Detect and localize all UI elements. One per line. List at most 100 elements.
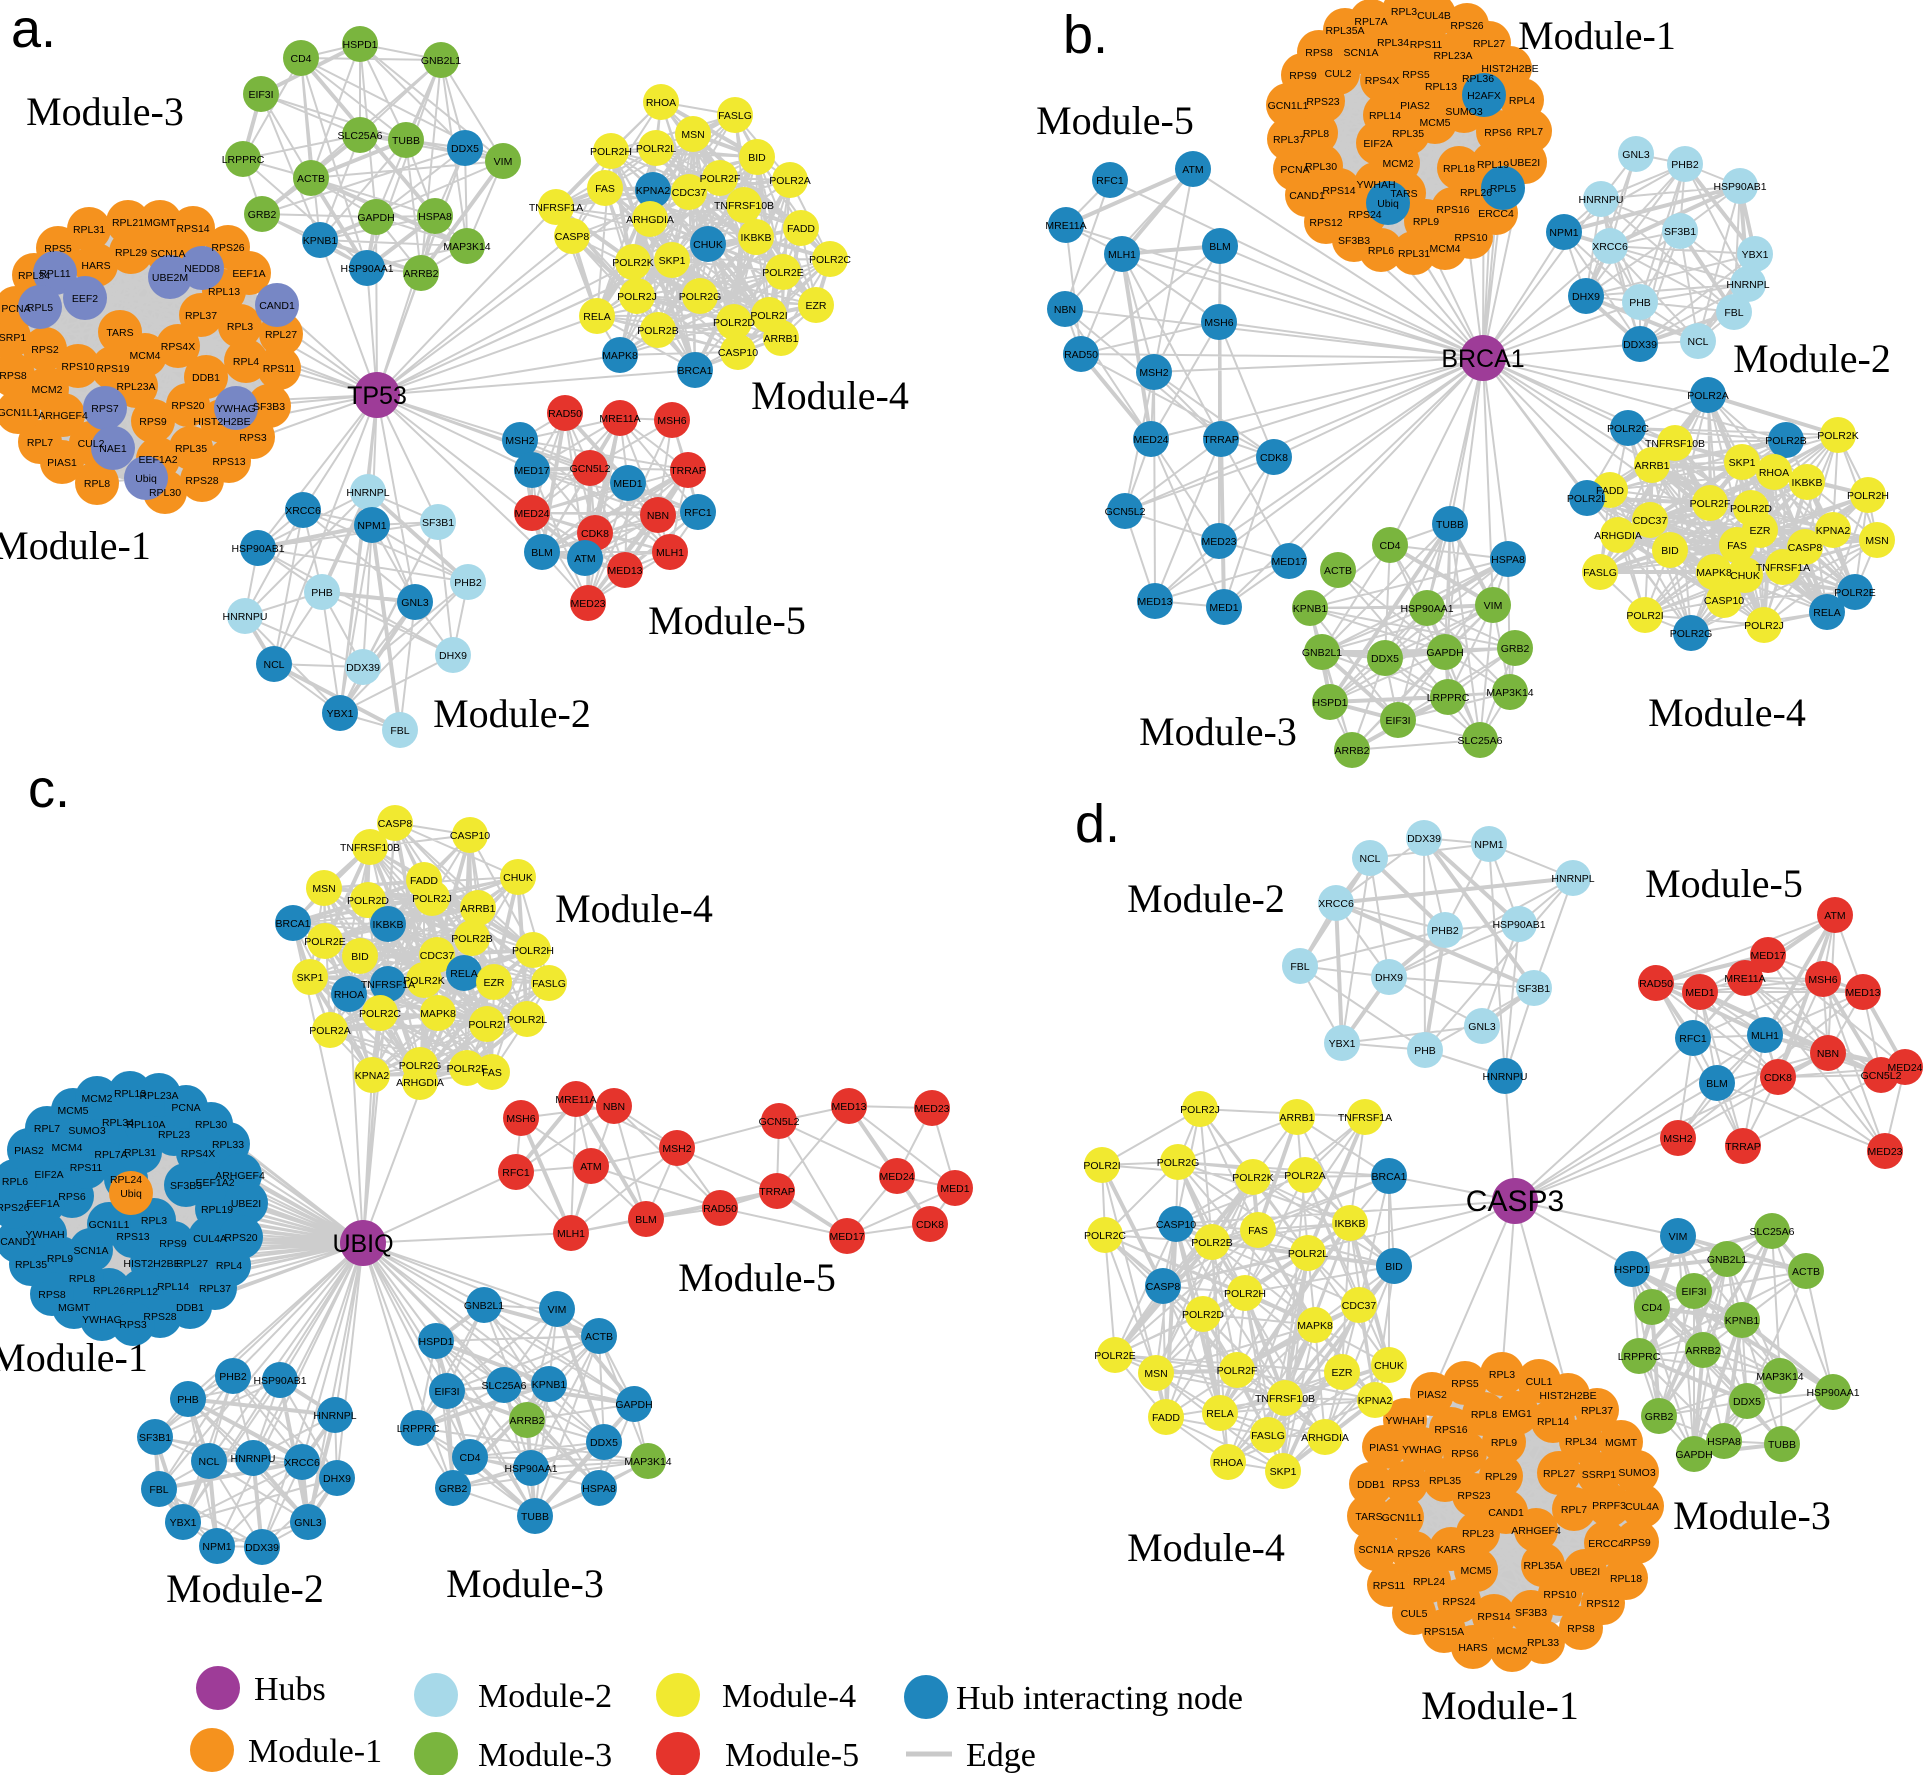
svg-text:ARRB2: ARRB2 xyxy=(1685,1345,1720,1357)
svg-text:GNL3: GNL3 xyxy=(401,597,429,609)
svg-text:DDB1: DDB1 xyxy=(192,372,220,384)
svg-text:FAS: FAS xyxy=(482,1067,502,1079)
svg-text:RPS28: RPS28 xyxy=(185,475,218,487)
svg-text:TNFRSF10B: TNFRSF10B xyxy=(714,200,774,212)
svg-text:CAND1: CAND1 xyxy=(1289,190,1325,202)
svg-text:GCN1L1: GCN1L1 xyxy=(1382,1512,1423,1524)
svg-text:EMG1: EMG1 xyxy=(1502,1408,1532,1420)
svg-text:GNL3: GNL3 xyxy=(294,1517,322,1529)
svg-text:POLR2K: POLR2K xyxy=(1817,430,1858,442)
svg-text:KPNB1: KPNB1 xyxy=(532,1379,567,1391)
svg-text:POLR2D: POLR2D xyxy=(347,895,389,907)
svg-text:RPL27: RPL27 xyxy=(1473,38,1505,50)
svg-text:Module-4: Module-4 xyxy=(722,1678,856,1715)
svg-text:RPL6: RPL6 xyxy=(2,1176,28,1188)
svg-text:GCN5L2: GCN5L2 xyxy=(759,1116,800,1128)
svg-text:RPS15A: RPS15A xyxy=(1424,1626,1464,1638)
svg-text:NCL: NCL xyxy=(263,659,284,671)
svg-text:HNRNPU: HNRNPU xyxy=(1483,1071,1528,1083)
svg-text:NCL: NCL xyxy=(1359,853,1380,865)
svg-text:FAS: FAS xyxy=(1248,1225,1268,1237)
svg-text:TNFRSF1A: TNFRSF1A xyxy=(529,202,583,214)
svg-text:MCM2: MCM2 xyxy=(1497,1645,1528,1657)
svg-text:POLR2C: POLR2C xyxy=(1084,1230,1126,1242)
svg-text:RPL33: RPL33 xyxy=(1527,1637,1559,1649)
svg-text:RPS2: RPS2 xyxy=(31,344,59,356)
svg-text:MED13: MED13 xyxy=(607,565,642,577)
svg-text:HSPD1: HSPD1 xyxy=(418,1336,453,1348)
svg-text:RPL7: RPL7 xyxy=(27,437,53,449)
svg-text:RPL31: RPL31 xyxy=(73,224,105,236)
svg-text:DDX39: DDX39 xyxy=(1407,833,1441,845)
svg-text:TRRAP: TRRAP xyxy=(1725,1141,1761,1153)
svg-text:MSH2: MSH2 xyxy=(1663,1133,1692,1145)
svg-text:YWHAH: YWHAH xyxy=(25,1229,64,1241)
svg-text:RPS13: RPS13 xyxy=(116,1231,149,1243)
svg-text:PCNA: PCNA xyxy=(171,1102,200,1114)
svg-text:POLR2I: POLR2I xyxy=(750,310,787,322)
svg-text:RPL35: RPL35 xyxy=(175,443,207,455)
svg-text:KPNA2: KPNA2 xyxy=(1358,1395,1393,1407)
svg-text:RPL27: RPL27 xyxy=(176,1258,208,1270)
svg-text:RPL10A: RPL10A xyxy=(126,1119,165,1131)
svg-text:EIF2A: EIF2A xyxy=(1363,138,1392,150)
svg-text:CHUK: CHUK xyxy=(1730,570,1760,582)
svg-text:ARHGDIA: ARHGDIA xyxy=(626,214,674,226)
svg-text:MAP3K14: MAP3K14 xyxy=(443,241,490,253)
svg-text:ARHGEF4: ARHGEF4 xyxy=(38,410,88,422)
svg-text:DDX39: DDX39 xyxy=(245,1542,279,1554)
svg-text:MED1: MED1 xyxy=(613,478,642,490)
svg-text:DDX5: DDX5 xyxy=(1733,1396,1761,1408)
svg-text:RPL9: RPL9 xyxy=(1413,216,1439,228)
svg-text:NEDD8: NEDD8 xyxy=(184,263,220,275)
svg-text:VIM: VIM xyxy=(548,1304,567,1316)
svg-text:RPS14: RPS14 xyxy=(1322,185,1355,197)
svg-text:TNFRSF10B: TNFRSF10B xyxy=(1645,438,1705,450)
svg-text:RPL35: RPL35 xyxy=(1429,1475,1461,1487)
svg-text:PIAS2: PIAS2 xyxy=(14,1145,44,1157)
svg-text:RPL8: RPL8 xyxy=(1471,1409,1497,1421)
svg-text:POLR2I: POLR2I xyxy=(1083,1160,1120,1172)
svg-text:TNFRSF10B: TNFRSF10B xyxy=(340,842,400,854)
svg-text:RPL30: RPL30 xyxy=(1305,161,1337,173)
svg-text:POLR2G: POLR2G xyxy=(399,1060,442,1072)
svg-text:IKBKB: IKBKB xyxy=(373,919,404,931)
svg-text:TNFRSF1A: TNFRSF1A xyxy=(361,979,415,991)
svg-text:RPS3: RPS3 xyxy=(239,432,267,444)
svg-text:XRCC6: XRCC6 xyxy=(1592,241,1628,253)
svg-text:CUL2: CUL2 xyxy=(78,438,105,450)
svg-text:RPL24: RPL24 xyxy=(1413,1576,1445,1588)
svg-text:TUBB: TUBB xyxy=(521,1511,549,1523)
svg-text:ARRB1: ARRB1 xyxy=(460,903,495,915)
svg-text:CUL4A: CUL4A xyxy=(1625,1501,1659,1513)
svg-text:MRE11A: MRE11A xyxy=(1045,220,1086,232)
svg-text:MED1: MED1 xyxy=(1685,987,1714,999)
svg-text:KPNB1: KPNB1 xyxy=(1725,1315,1760,1327)
svg-text:IKBKB: IKBKB xyxy=(1792,477,1823,489)
svg-text:RPL8: RPL8 xyxy=(1303,128,1329,140)
svg-text:LRPPRC: LRPPRC xyxy=(222,154,265,166)
svg-text:RPL7A: RPL7A xyxy=(1354,16,1387,28)
svg-text:MED23: MED23 xyxy=(914,1103,949,1115)
svg-text:HSPD1: HSPD1 xyxy=(1312,697,1347,709)
svg-text:DHX9: DHX9 xyxy=(323,1473,351,1485)
svg-text:KPNA2: KPNA2 xyxy=(1816,525,1851,537)
svg-text:EEF1A2: EEF1A2 xyxy=(138,454,177,466)
svg-text:POLR2B: POLR2B xyxy=(637,325,678,337)
svg-text:Module-4: Module-4 xyxy=(751,373,909,418)
svg-text:CDK8: CDK8 xyxy=(1260,452,1288,464)
svg-text:Module-1: Module-1 xyxy=(0,523,151,568)
svg-text:RPS13: RPS13 xyxy=(212,456,245,468)
svg-text:POLR2B: POLR2B xyxy=(451,933,492,945)
svg-text:RPL31: RPL31 xyxy=(1398,248,1430,260)
svg-text:NPM1: NPM1 xyxy=(1549,227,1578,239)
svg-text:CD4: CD4 xyxy=(1641,1302,1662,1314)
svg-text:MCM2: MCM2 xyxy=(32,384,63,396)
svg-text:MSN: MSN xyxy=(1144,1368,1167,1380)
svg-text:HIST2H2BE: HIST2H2BE xyxy=(193,416,250,428)
svg-text:RHOA: RHOA xyxy=(646,97,676,109)
svg-text:BLM: BLM xyxy=(635,1214,657,1226)
svg-text:MAP3K14: MAP3K14 xyxy=(1756,1371,1803,1383)
svg-text:SUMO3: SUMO3 xyxy=(1618,1467,1656,1479)
svg-text:b.: b. xyxy=(1063,5,1108,65)
